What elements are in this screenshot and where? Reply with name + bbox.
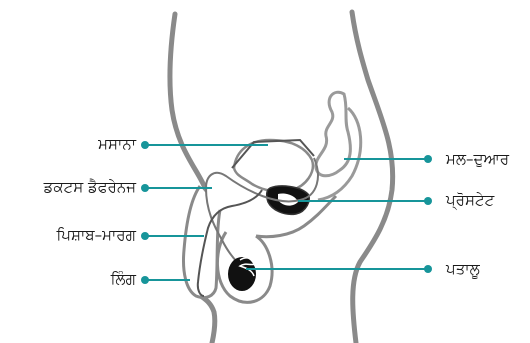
testicle-shape	[228, 257, 256, 291]
label-bladder: ਮਸਾਨਾ	[98, 137, 136, 152]
leader-bladder-dot	[141, 141, 149, 149]
label-penis: ਲਿੰਗ	[111, 272, 136, 287]
leader-prostate-dot	[424, 197, 432, 205]
leader-rectum-dot	[424, 155, 432, 163]
leader-testicle-dot	[424, 265, 432, 273]
leader-penis-dot	[141, 276, 149, 284]
body-back-outline	[352, 12, 393, 343]
leader-ductus-deferens-dot	[141, 184, 149, 192]
label-ductus-deferens: ਡਕਟਸ ਡੈਫਰੇਨਜ	[44, 180, 136, 195]
bladder-shape	[234, 140, 313, 192]
label-testicle: ਪਤਾਲੂ	[446, 262, 480, 277]
label-prostate: ਪ੍ਰੋਸਟੇਟ	[446, 193, 494, 208]
leader-urethra-dot	[141, 232, 149, 240]
label-rectum: ਮਲ–ਦੁਆਰ	[446, 152, 509, 167]
rectum-shape	[316, 92, 351, 176]
label-urethra: ਪਿਸ਼ਾਬ–ਮਾਰਗ	[56, 228, 136, 243]
